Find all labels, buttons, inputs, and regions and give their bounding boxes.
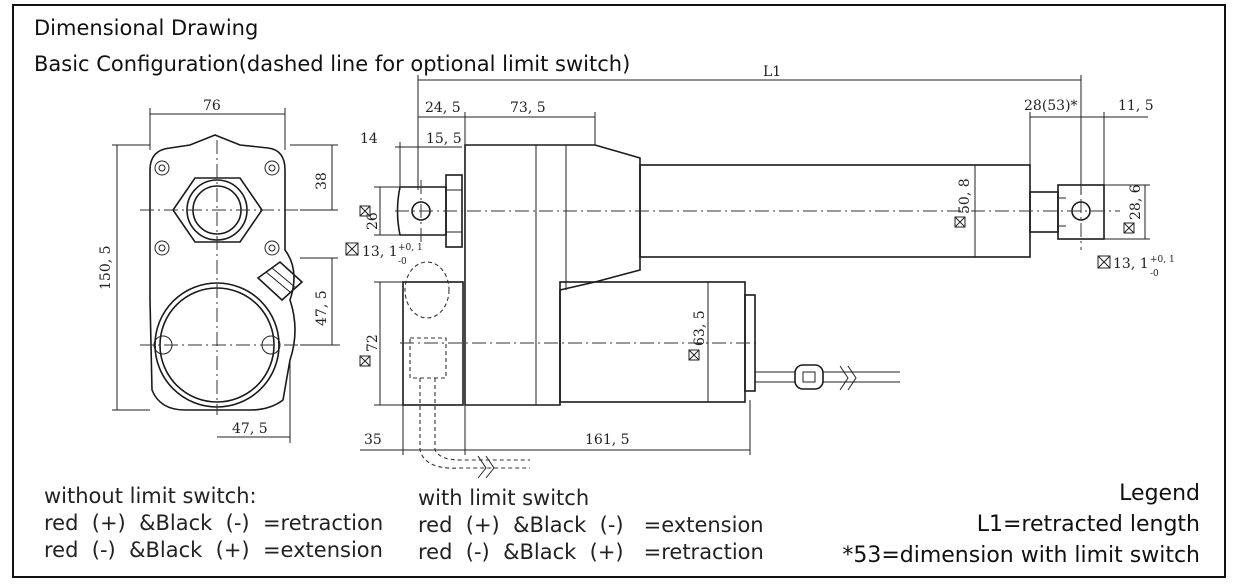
- dim-rear-square: 26: [365, 212, 381, 230]
- notes-with-limit-switch: with limit switch red (+) &Black (-) =ex…: [418, 485, 764, 566]
- rear-clevis: [396, 186, 447, 236]
- dim-front-square: 28, 6: [1128, 184, 1144, 220]
- dim-front-11-5: 11, 5: [1118, 98, 1154, 114]
- notes-with-line-2: red (-) &Black (+) =retraction: [418, 540, 764, 564]
- side-view: L1 14 15, 5 24, 5 73, 5 28(53)* 11, 5 26…: [345, 64, 1175, 479]
- bolt-icon: [264, 160, 280, 176]
- legend-heading: Legend: [1119, 481, 1200, 506]
- dim-rear-14: 14: [360, 131, 378, 147]
- notes-without-line-1: red (+) &Black (-) =retraction: [44, 511, 384, 535]
- notes-without-limit-switch: without limit switch: red (+) &Black (-)…: [44, 483, 383, 564]
- limit-switch-cable: [419, 378, 530, 469]
- inner-rod: [1029, 191, 1059, 233]
- dim-rear-24-5: 24, 5: [425, 100, 461, 116]
- dim-tube-square: 50, 8: [957, 178, 973, 214]
- bolt-icon: [154, 160, 170, 176]
- dim-front-hole: 13, 1: [1113, 256, 1149, 272]
- dim-front-28-53: 28(53)*: [1024, 98, 1078, 114]
- cable-connector: [794, 364, 824, 390]
- front-view: 76 150, 5 38 47, 5 47, 5: [98, 98, 340, 443]
- notes-without-line-2: red (-) &Black (+) =extension: [44, 538, 383, 562]
- dim-front-side: 47, 5: [314, 290, 330, 326]
- dim-rear-hole: 13, 1: [362, 244, 398, 260]
- dim-front-top: 38: [314, 172, 330, 190]
- legend-line-2: *53=dimension with limit switch: [842, 543, 1200, 568]
- cable-gland: [256, 260, 304, 302]
- bolt-icon: [264, 240, 280, 256]
- legend: Legend L1=retracted length *53=dimension…: [842, 478, 1200, 571]
- legend-line-1: L1=retracted length: [976, 512, 1200, 537]
- front-view-outline: [149, 134, 296, 411]
- dim-bottom-161-5: 161, 5: [585, 432, 630, 448]
- notes-with-line-1: red (+) &Black (-) =extension: [418, 513, 764, 537]
- square-symbol: [359, 205, 371, 217]
- tol-lower-rear: -0: [398, 257, 407, 267]
- dim-housing-73-5: 73, 5: [510, 100, 546, 116]
- tol-upper-rear: +0, 1: [398, 243, 423, 253]
- tol-upper-front: +0, 1: [1150, 255, 1175, 265]
- drawing-title: Dimensional Drawing: [34, 16, 259, 40]
- motor-body: [559, 281, 746, 403]
- dim-front-height: 150, 5: [98, 245, 114, 290]
- drawing-subtitle: Basic Configuration(dashed line for opti…: [34, 52, 631, 76]
- dim-total-length: L1: [763, 64, 781, 80]
- dim-motor-offset: 72: [365, 334, 381, 352]
- motor-cable: [755, 371, 795, 383]
- drawing-frame: [12, 4, 1226, 578]
- dim-motor-square: 63, 5: [692, 310, 708, 346]
- limit-switch-dashed: [404, 261, 450, 319]
- dim-bottom-35: 35: [364, 432, 382, 448]
- tol-lower-front: -0: [1150, 269, 1159, 279]
- gearbox-housing: [464, 144, 641, 406]
- notes-without-heading: without limit switch:: [44, 484, 257, 508]
- notes-with-heading: with limit switch: [418, 486, 590, 510]
- dim-front-width: 76: [203, 98, 221, 114]
- dim-rear-15-5: 15, 5: [426, 131, 462, 147]
- bolt-icon: [154, 240, 170, 256]
- dim-front-bottom: 47, 5: [232, 421, 268, 437]
